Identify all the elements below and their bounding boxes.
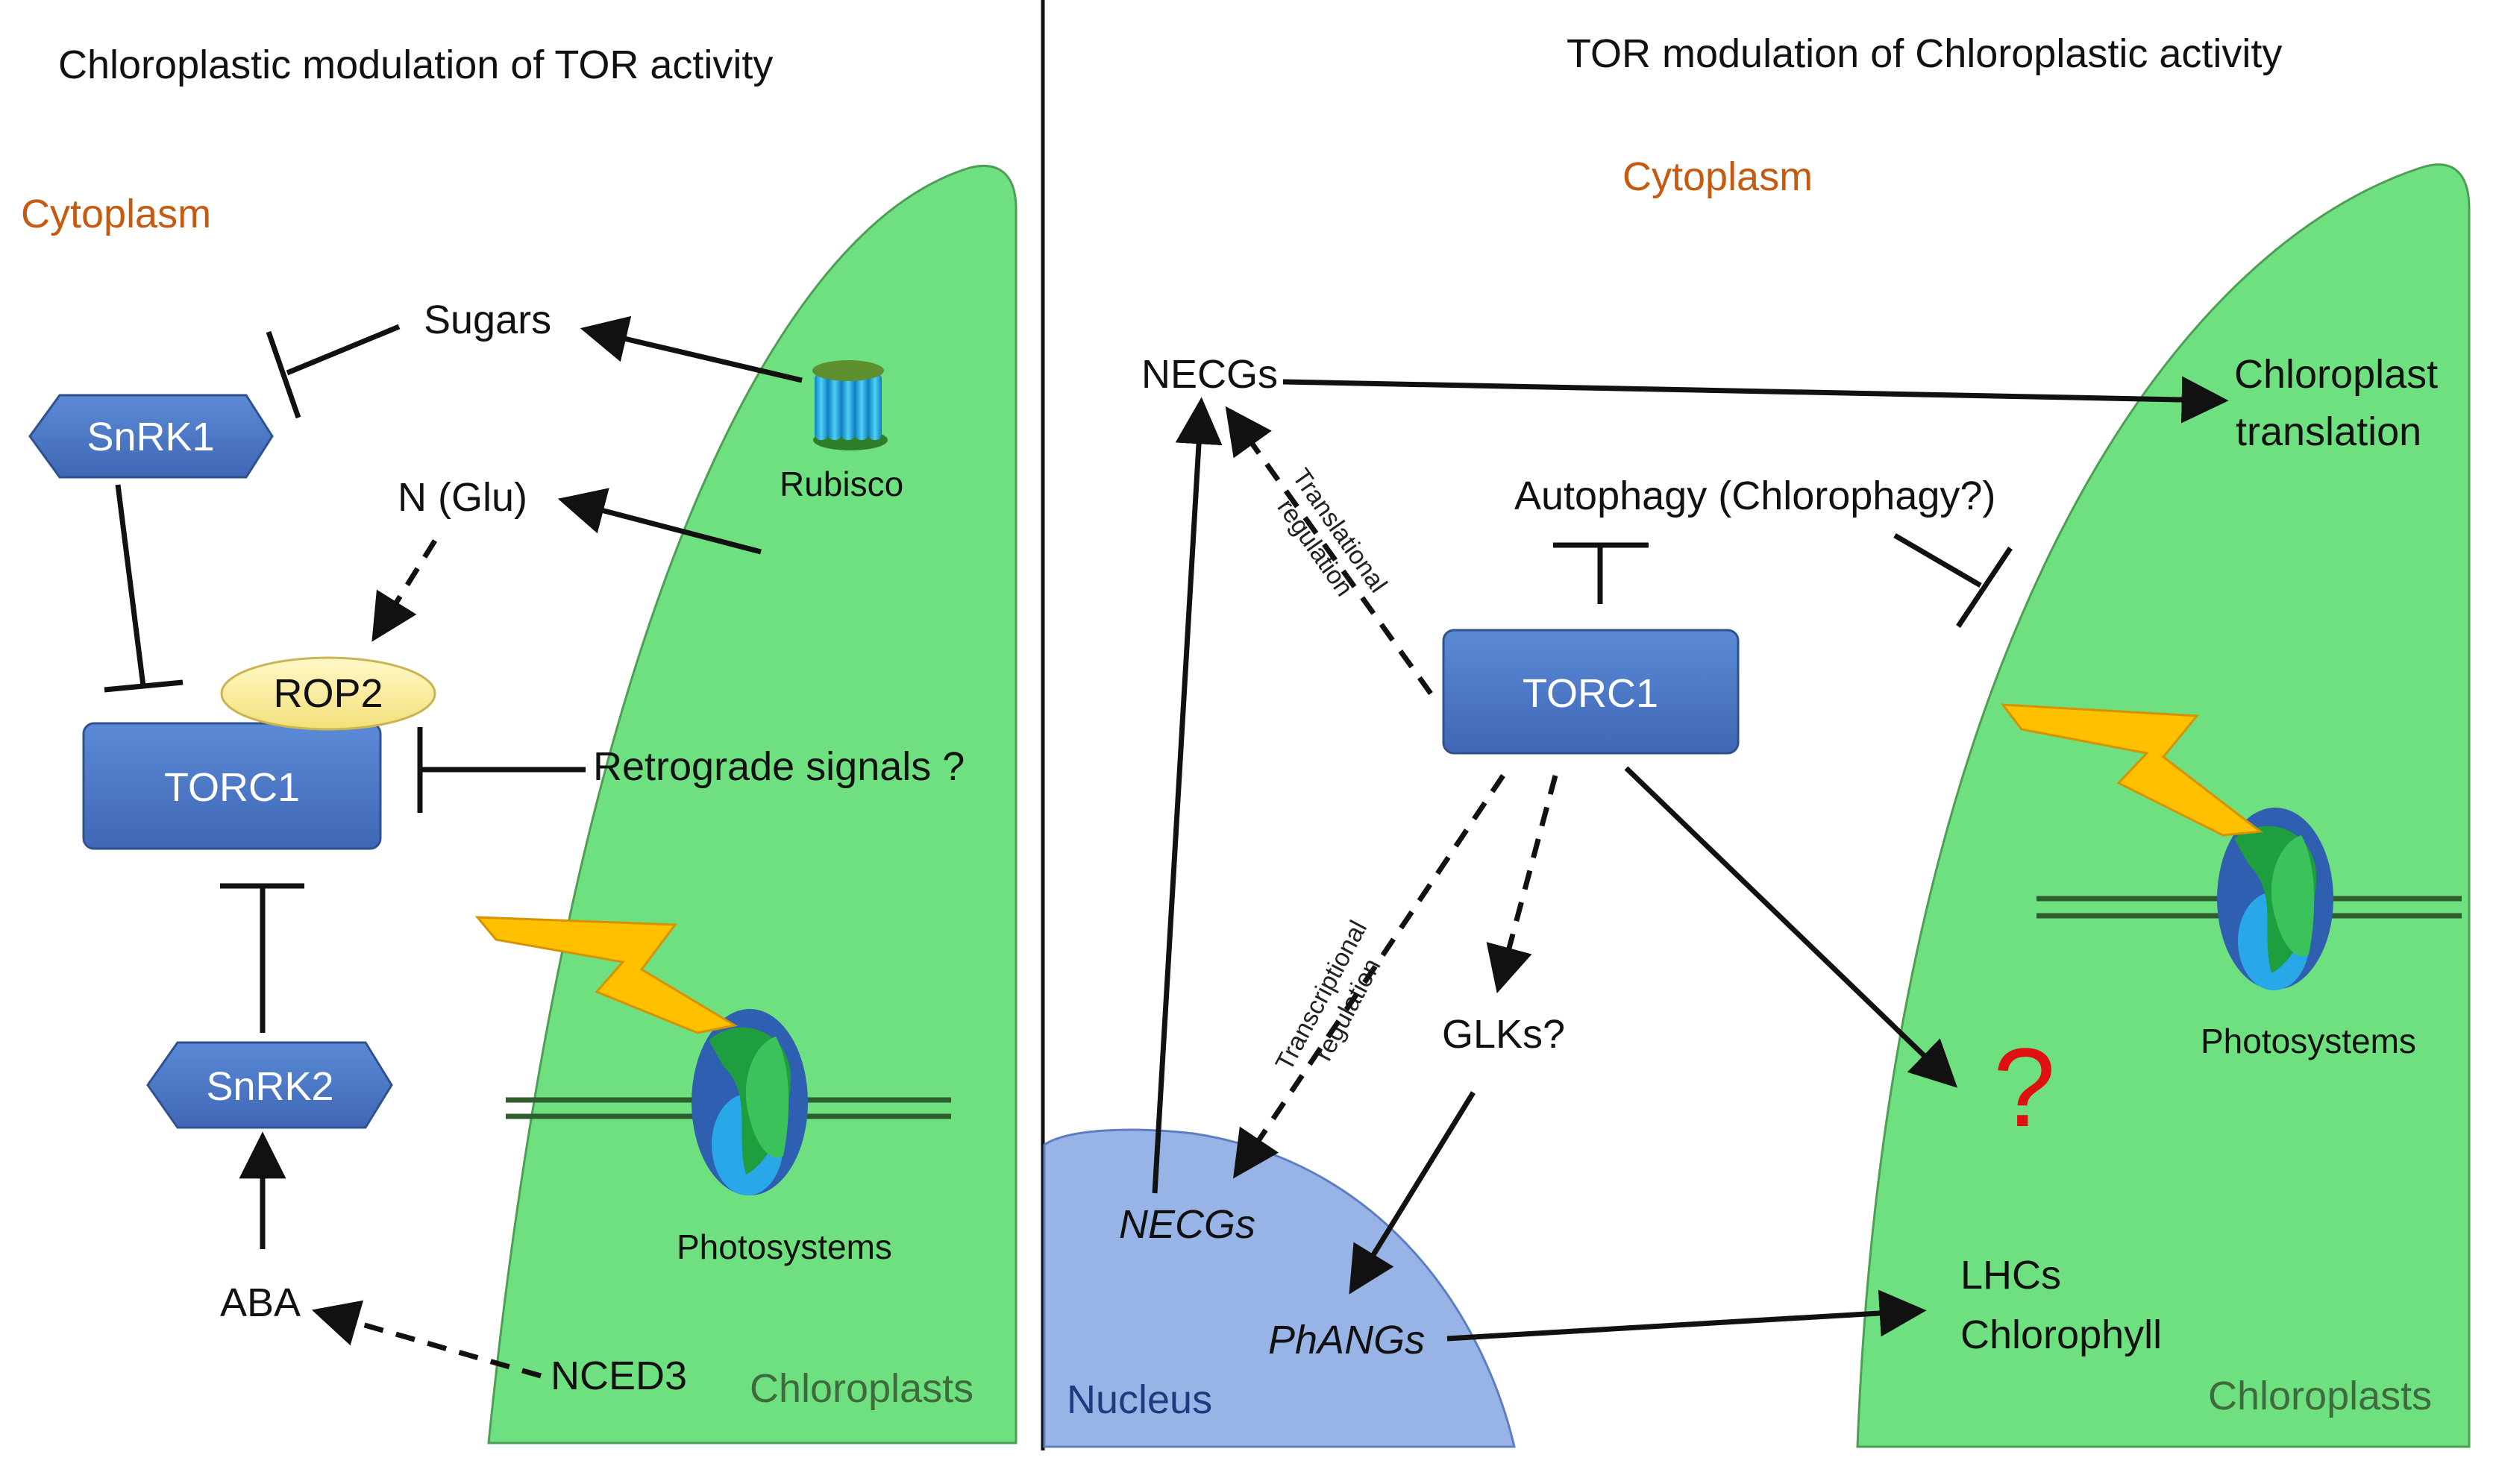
snrk2-label: SnRK2 (206, 1064, 333, 1109)
edge-torc1-to-glks (1486, 775, 1558, 994)
left-cytoplasm-label: Cytoplasm (21, 192, 211, 236)
sugars-label: Sugars (424, 298, 551, 342)
edge-phangs-to-lhcs (1446, 1289, 1927, 1342)
rubisco-label: Rubisco (780, 465, 903, 503)
chloroplast-translation-label-2: translation (2236, 409, 2421, 454)
snrk1-node: SnRK1 (28, 394, 274, 479)
left-torc1-label: TORC1 (164, 765, 300, 810)
snrk2-node: SnRK2 (146, 1041, 393, 1129)
edge-necgs-to-chloroplast-translation (1282, 376, 2229, 424)
snrk1-label: SnRK1 (87, 415, 214, 459)
phangs-label: PhANGs (1268, 1318, 1425, 1362)
right-torc1-label: TORC1 (1523, 671, 1658, 716)
right-cytoplasm-label: Cytoplasm (1622, 154, 1813, 199)
edge-rubisco-to-sugars (580, 315, 803, 383)
left-chloroplasts-label: Chloroplasts (750, 1366, 973, 1411)
right-photosystems-label: Photosystems (2201, 1022, 2416, 1060)
right-panel: TOR modulation of Chloroplastic activity… (1043, 31, 2471, 1448)
left-lightning-icon (474, 916, 739, 1034)
question-mark-label: ? (1993, 1025, 2055, 1150)
edge-chloroplast-to-nglu (557, 488, 762, 555)
edge-torc1-to-necgs-translational (1225, 406, 1433, 696)
n-glu-label: N (Glu) (398, 475, 527, 520)
rop2-label: ROP2 (273, 671, 383, 716)
edge-autophagy-inhibits-chloroplast (1893, 532, 1982, 588)
rop2-node: ROP2 (220, 656, 436, 731)
nced3-label: NCED3 (551, 1353, 687, 1398)
lhcs-label: LHCs (1960, 1253, 2061, 1298)
left-panel: Chloroplastic modulation of TOR activity… (21, 43, 1018, 1444)
chloroplast-translation-label-1: Chloroplast (2234, 352, 2438, 397)
left-panel-title: Chloroplastic modulation of TOR activity (58, 43, 773, 87)
left-torc1-node: TORC1 (82, 722, 382, 850)
right-lightning-icon (2000, 703, 2263, 837)
edge-snrk1-inhibits-torc1 (115, 484, 146, 687)
necgs-top-label: NECGs (1141, 352, 1278, 397)
edge-torc1-to-question (1624, 766, 1958, 1088)
chlorophyll-label: Chlorophyll (1960, 1312, 2162, 1357)
rubisco-icon (812, 360, 888, 450)
left-photosystems-label: Photosystems (677, 1227, 892, 1266)
right-edges (1152, 376, 2229, 1342)
edge-nced3-to-aba (311, 1300, 542, 1379)
edge-torc1-to-nucleus-necgs (1232, 774, 1505, 1179)
necgs-nucleus-label: NECGs (1119, 1202, 1255, 1247)
right-panel-title: TOR modulation of Chloroplastic activity (1567, 31, 2282, 76)
aba-label: ABA (220, 1280, 301, 1325)
right-chloroplasts-label: Chloroplasts (2208, 1374, 2432, 1418)
edge-nglu-to-rop2 (371, 539, 437, 642)
left-chloroplast-shape (487, 164, 1018, 1444)
nucleus-label: Nucleus (1067, 1377, 1212, 1422)
edge-sugars-inhibits-snrk1 (286, 324, 401, 376)
edge-glks-to-phangs (1349, 1091, 1476, 1295)
nucleus-shape (1043, 1128, 1516, 1448)
autophagy-label: Autophagy (Chlorophagy?) (1514, 474, 1995, 518)
glks-label: GLKs? (1442, 1012, 1565, 1057)
left-photosystem-icon (506, 1009, 951, 1195)
right-torc1-node: TORC1 (1442, 629, 1740, 755)
edge-nucleus-necgs-to-necgs (1152, 397, 1223, 1194)
right-photosystem-icon (2036, 808, 2462, 990)
left-edges (104, 315, 803, 1379)
retrograde-signals-label: Retrograde signals ? (593, 744, 965, 789)
